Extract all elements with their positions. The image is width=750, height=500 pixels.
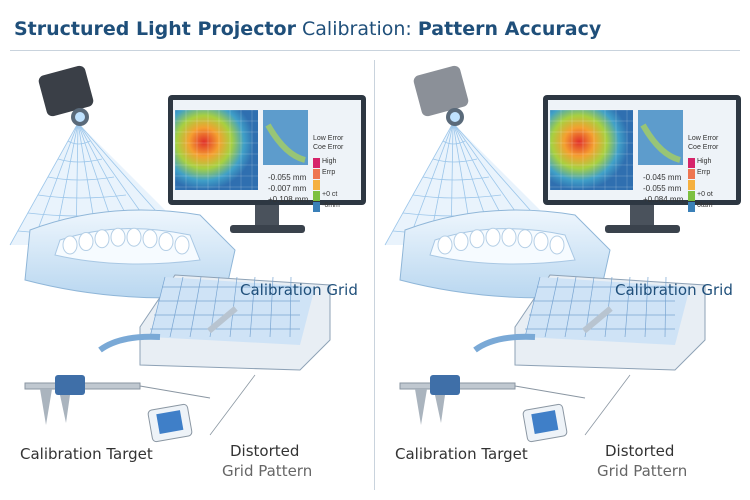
title-part2: Calibration: <box>302 18 412 40</box>
label-calibration-target: Calibration Target <box>20 445 153 463</box>
title-part3: Pattern Accuracy <box>417 18 602 40</box>
calibration-tray <box>473 274 706 371</box>
legend-swatch <box>688 158 695 168</box>
legend-title: Low Error <box>688 135 719 142</box>
legend-swatch <box>688 169 695 179</box>
page-title: Structured Light Projector Calibration: … <box>14 18 601 40</box>
legend-swatch <box>313 180 320 190</box>
legend-subtitle: Coe Error <box>313 144 344 151</box>
reading-value: -0.007 mm <box>268 184 307 193</box>
legend-title: Low Error <box>313 135 344 142</box>
heatmap <box>550 110 633 190</box>
label-calibration-grid: Calibration Grid <box>615 281 733 299</box>
monitor-icon <box>168 95 366 233</box>
monitor-icon <box>543 95 741 233</box>
legend-subtitle: Coe Error <box>688 144 719 151</box>
legend-item: High <box>322 158 337 165</box>
legend-item: High <box>697 158 712 165</box>
label-grid-pattern: Grid Pattern <box>222 462 313 480</box>
legend-swatch <box>688 191 695 201</box>
label-calibration-target: Calibration Target <box>395 445 528 463</box>
reading-value: -0.055 mm <box>643 184 682 193</box>
label-calibration-grid: Calibration Grid <box>240 281 358 299</box>
illustration <box>9 65 366 443</box>
calibration-target-icon <box>522 403 568 443</box>
projector-icon <box>38 65 94 126</box>
legend-item: 6tam <box>697 202 713 209</box>
caliper-icon <box>399 375 586 425</box>
legend-swatch <box>313 191 320 201</box>
legend-swatch <box>313 169 320 179</box>
reading-value: +0.084 mm <box>643 195 684 204</box>
calibration-tray <box>98 274 331 371</box>
title-divider <box>10 50 740 51</box>
legend-item: +0 ot <box>697 191 713 198</box>
illustration <box>384 65 741 443</box>
title-part1: Structured Light Projector <box>14 18 296 40</box>
label-distorted: Distorted <box>230 442 300 460</box>
legend-swatch <box>313 202 320 212</box>
heatmap <box>175 110 258 190</box>
reading-value: -0.055 mm <box>268 173 307 182</box>
legend-swatch <box>688 202 695 212</box>
caliper-icon <box>24 375 211 425</box>
reading-value: -0.045 mm <box>643 173 682 182</box>
projector-icon <box>413 65 469 126</box>
calibration-target-icon <box>147 403 193 443</box>
reading-value: +0.108 mm <box>268 195 309 204</box>
legend-item: +0 ct <box>322 191 338 198</box>
legend-item: -6mm <box>322 202 340 209</box>
legend-swatch <box>688 180 695 190</box>
label-distorted: Distorted <box>605 442 675 460</box>
legend-swatch <box>313 158 320 168</box>
panel-divider <box>374 60 375 490</box>
label-grid-pattern: Grid Pattern <box>597 462 688 480</box>
legend-item: Errp <box>322 169 336 176</box>
legend-item: Errp <box>697 169 711 176</box>
